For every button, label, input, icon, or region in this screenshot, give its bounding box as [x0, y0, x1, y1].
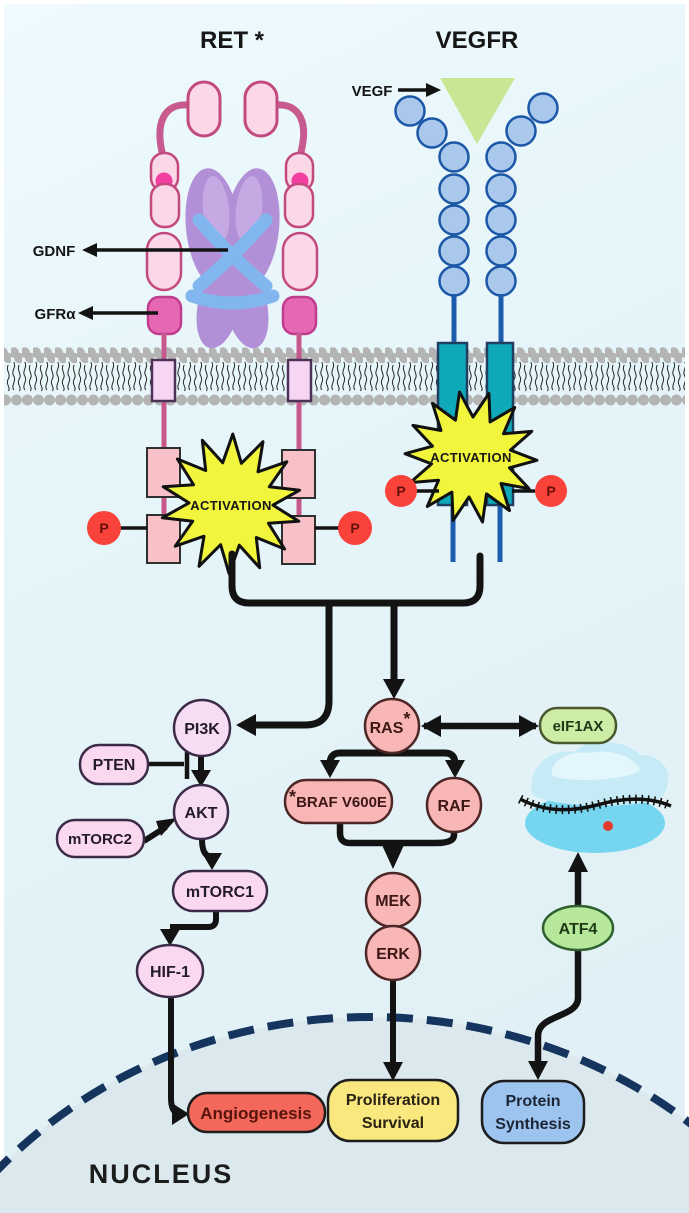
node-mtorc2: mTORC2	[55, 818, 146, 859]
erk-label: ERK	[376, 946, 410, 963]
phosphate-label: P	[396, 483, 405, 499]
eif1ax-label: eIF1AX	[553, 718, 604, 735]
output-angiogenesis: Angiogenesis	[186, 1091, 327, 1134]
phosphate-badge	[338, 511, 372, 545]
braf-label: *BRAF V600E	[289, 787, 387, 811]
vegfr-domains	[394, 92, 559, 297]
phosphate-badge	[535, 475, 567, 507]
phosphate-badge	[87, 511, 121, 545]
protein-label: Protein	[505, 1093, 560, 1110]
proliferation-label: Proliferation	[346, 1092, 440, 1109]
node-mtorc1: mTORC1	[171, 869, 269, 913]
pi3k-label: PI3K	[184, 721, 220, 738]
mek-label: MEK	[375, 893, 411, 910]
ret-title: RET *	[200, 27, 265, 54]
ligand-annotations	[78, 83, 441, 320]
gdnf-arrowhead	[82, 243, 97, 257]
node-ras: RAS*	[363, 697, 421, 755]
node-mek: MEK	[364, 871, 422, 929]
pi3k-axis-connectors	[142, 749, 222, 1125]
phosphate-label: P	[99, 520, 108, 536]
arrowhead-to-pi3k	[236, 714, 256, 736]
nucleus-label: NUCLEUS	[89, 1159, 234, 1189]
ribosome	[517, 741, 673, 853]
raf-label: RAF	[438, 798, 471, 815]
ret-receptor: ACTIVATION P P	[87, 80, 372, 576]
mtorc1-label: mTORC1	[186, 884, 254, 901]
vegf-arrowhead	[426, 83, 441, 97]
gfra-arrowhead	[78, 306, 93, 320]
mtorc2-label: mTORC2	[68, 831, 132, 848]
node-erk: ERK	[364, 924, 422, 982]
gfra-label: GFRα	[35, 306, 77, 323]
ret-phosphates: P P	[87, 511, 372, 545]
synthesis-label: Synthesis	[495, 1116, 571, 1133]
ret-crd-domain	[281, 295, 318, 336]
node-eif1ax: eIF1AX	[538, 706, 618, 745]
ret-stems	[161, 333, 302, 519]
node-atf4: ATF4	[541, 904, 615, 952]
node-pi3k: PI3K	[172, 698, 232, 758]
node-pten: PTEN	[78, 743, 150, 786]
pten-label: PTEN	[93, 757, 136, 774]
phosphate-label: P	[350, 520, 359, 536]
ret-transmembrane	[286, 358, 313, 403]
receptor-output-bracket	[228, 550, 484, 729]
vegfr-phosphates: P P	[385, 475, 567, 507]
translation-axis-connectors	[528, 852, 588, 1080]
node-akt: AKT	[172, 783, 230, 841]
ret-transmembrane	[150, 358, 177, 403]
node-braf: *BRAF V600E	[283, 778, 394, 825]
vegfr-title: VEGFR	[436, 27, 519, 54]
phosphate-badge	[385, 475, 417, 507]
ret-activation-starburst	[160, 432, 302, 576]
ret-crd-domain	[146, 295, 183, 336]
node-hif1: HIF-1	[135, 943, 205, 999]
ribosome-dot	[603, 821, 613, 831]
node-raf: RAF	[425, 776, 483, 834]
vegfr-stems	[450, 294, 504, 562]
gdnf-label: GDNF	[33, 243, 76, 260]
hif1-label: HIF-1	[150, 964, 190, 981]
ret-activation-label: ACTIVATION	[190, 498, 272, 513]
ras-label: RAS*	[370, 709, 411, 737]
mrna-strand	[519, 797, 672, 812]
angiogenesis-label: Angiogenesis	[200, 1104, 311, 1123]
ret-chain-left	[145, 151, 183, 336]
output-proliferation-survival: Proliferation Survival	[326, 1078, 460, 1143]
ret-top-domain	[243, 80, 279, 138]
vegfr-activation-label: ACTIVATION	[430, 450, 512, 465]
atf4-label: ATF4	[559, 921, 598, 938]
output-protein-synthesis: Protein Synthesis	[480, 1079, 586, 1145]
akt-label: AKT	[185, 805, 218, 822]
vegf-label: VEGF	[352, 83, 393, 100]
arrowhead-to-ras	[383, 679, 405, 699]
vegfr-receptor: ACTIVATION P P	[385, 78, 567, 562]
vegf-ligand-triangle	[440, 78, 515, 144]
ret-chain-right	[281, 151, 319, 336]
gdnf-ligand	[185, 213, 280, 310]
ret-top-domain	[186, 80, 222, 138]
cell-membrane	[4, 347, 685, 407]
survival-label: Survival	[362, 1115, 424, 1132]
ret-arm-left	[156, 101, 198, 156]
phosphate-label: P	[546, 483, 555, 499]
